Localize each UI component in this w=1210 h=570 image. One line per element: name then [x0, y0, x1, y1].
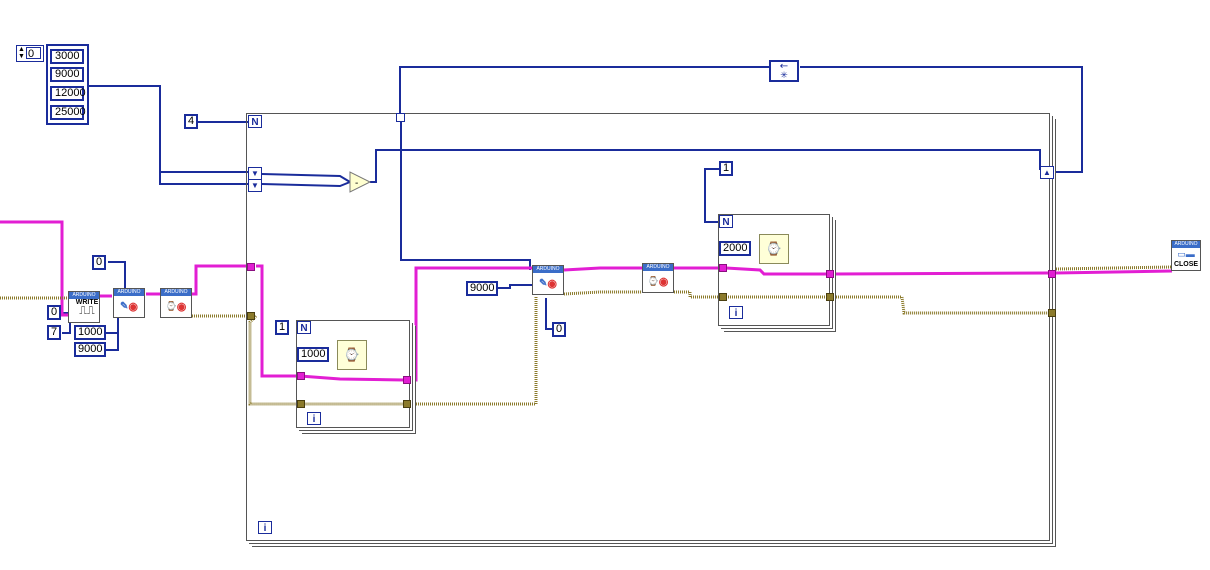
- subtract-output-wire: [370, 149, 1041, 183]
- error-wires: [0, 265, 1173, 406]
- stop-timer-icon: ⌚◉: [647, 276, 669, 288]
- close-board-icon: ▭▬: [1177, 249, 1195, 259]
- outer-count-terminal: N: [248, 115, 262, 128]
- close-label: CLOSE: [1173, 261, 1199, 268]
- value-0-mid-wire: [545, 298, 552, 330]
- pwm-wave-icon: ⎍⎍: [79, 304, 95, 317]
- resource-tunnel-outer-in: [247, 263, 255, 271]
- resource-write-to-stop2: [563, 266, 642, 272]
- loop1-wait-function[interactable]: ⌚: [337, 340, 367, 370]
- arduino-set-pin-node[interactable]: ARDUINO ✎◉: [113, 288, 145, 318]
- value-9000-left-constant[interactable]: 9000: [74, 342, 106, 357]
- outer-for-loop[interactable]: [246, 113, 1050, 541]
- resource-in-loop2: [725, 266, 826, 276]
- loop1-resource-in: [297, 372, 305, 380]
- write-label: WRITE: [75, 299, 99, 306]
- feedback-node[interactable]: ← ✳: [769, 60, 799, 82]
- subtract-primitive[interactable]: [349, 171, 372, 193]
- write-pin-icon: ✎◉: [539, 278, 557, 290]
- arrow-left-icon: ←: [779, 61, 789, 72]
- array-element[interactable]: 3000: [50, 49, 84, 64]
- loop1-count-terminal: N: [297, 321, 311, 334]
- duty-constant[interactable]: 0: [92, 255, 106, 270]
- shift-wire-b: [261, 181, 351, 188]
- error-loop2-out: [832, 295, 1048, 315]
- initializer-star-icon: ✳: [780, 71, 788, 81]
- pin-constant-b[interactable]: 7: [47, 325, 61, 340]
- loop1-error-in: [297, 400, 305, 408]
- svg-text:-: -: [355, 178, 358, 189]
- feedback-wire-left: [399, 66, 770, 114]
- feedback-wire-right: [800, 66, 1083, 173]
- loop1-iteration-terminal: i: [307, 412, 321, 425]
- error-loop1-to-write: [410, 296, 538, 406]
- resource-to-outer: [192, 264, 250, 296]
- shift-register-left-2[interactable]: ▼: [248, 179, 262, 192]
- array-element[interactable]: 12000: [50, 86, 86, 101]
- loop2-resource-out: [826, 270, 834, 278]
- loop1-wait-constant[interactable]: 1000: [297, 347, 329, 362]
- resource-wire-in: [0, 220, 68, 317]
- resource-wires: [0, 220, 1173, 382]
- loop1-count-constant[interactable]: 1: [275, 320, 289, 335]
- outer-iteration-terminal: i: [258, 521, 272, 534]
- error-write-to-stop2: [563, 290, 642, 296]
- index-up-icon[interactable]: ▲: [18, 46, 25, 53]
- wait-clock-icon: ⌚: [765, 241, 783, 256]
- error-to-close: [1055, 265, 1173, 271]
- resource-into-loop1: [256, 264, 405, 382]
- loop2-resource-in: [719, 264, 727, 272]
- shift-register-right[interactable]: ▲: [1040, 166, 1054, 179]
- loop1-error-out: [403, 400, 411, 408]
- resource-loop2-out: [831, 271, 1049, 276]
- loop2-count-wire: [704, 168, 719, 223]
- shift-wire-a: [261, 173, 351, 183]
- loop2-count-terminal: N: [719, 215, 733, 228]
- loop2-wait-function[interactable]: ⌚: [759, 234, 789, 264]
- resource-tunnel-outer-out: [1048, 270, 1056, 278]
- pin-7-wire: [62, 318, 71, 334]
- array-index-value[interactable]: 0: [26, 47, 41, 60]
- arduino-stop-node-2[interactable]: ARDUINO ⌚◉: [642, 263, 674, 293]
- error-into-loop1: [248, 314, 404, 406]
- error-tunnel-outer-out: [1048, 309, 1056, 317]
- loop2-iteration-terminal: i: [729, 306, 743, 319]
- resource-to-close: [1055, 269, 1173, 275]
- arduino-stop-node[interactable]: ARDUINO ⌚◉: [160, 288, 192, 318]
- value-9000-mid-constant[interactable]: 9000: [466, 281, 498, 296]
- array-element[interactable]: 25000: [50, 105, 86, 120]
- array-wire: [88, 85, 250, 173]
- array-element[interactable]: 9000: [50, 67, 84, 82]
- shift-register-left-1[interactable]: ▼: [248, 167, 262, 180]
- resource-loop1-to-write: [410, 266, 532, 382]
- error-to-loop2: [674, 290, 720, 299]
- index-down-icon[interactable]: ▼: [18, 53, 25, 60]
- value-9000-mid-wire: [496, 284, 534, 289]
- arduino-set-pin-node-2[interactable]: ARDUINO ✎◉: [532, 265, 564, 295]
- feedback-down-wire: [400, 122, 531, 270]
- loop2-wait-constant[interactable]: 2000: [719, 241, 751, 256]
- array-branch-wire: [159, 172, 250, 185]
- arduino-close-node[interactable]: ARDUINO ▭▬ CLOSE: [1171, 240, 1201, 271]
- inner-for-loop-1[interactable]: [296, 320, 410, 428]
- arduino-write-node[interactable]: ARDUINO WRITE ⎍⎍: [68, 291, 100, 323]
- array-index-display[interactable]: ▲ ▼ 0: [16, 45, 44, 62]
- loop1-resource-out: [403, 376, 411, 384]
- write-pin-icon: ✎◉: [120, 301, 138, 313]
- duty-wire: [108, 261, 126, 290]
- stop-timer-icon: ⌚◉: [165, 301, 187, 313]
- feedback-tunnel: [396, 113, 405, 122]
- pin-constant-a[interactable]: 0: [47, 305, 61, 320]
- loop2-error-out: [826, 293, 834, 301]
- value-9000-left-wire: [104, 333, 119, 351]
- value-0-mid-constant[interactable]: 0: [552, 322, 566, 337]
- value-1000-constant[interactable]: 1000: [74, 325, 106, 340]
- loop2-count-constant[interactable]: 1: [719, 161, 733, 176]
- wait-clock-icon: ⌚: [343, 347, 361, 362]
- loop2-error-in: [719, 293, 727, 301]
- outer-count-constant[interactable]: 4: [184, 114, 198, 129]
- array-constant[interactable]: 3000 9000 12000 25000: [46, 44, 89, 125]
- error-tunnel-outer-in: [247, 312, 255, 320]
